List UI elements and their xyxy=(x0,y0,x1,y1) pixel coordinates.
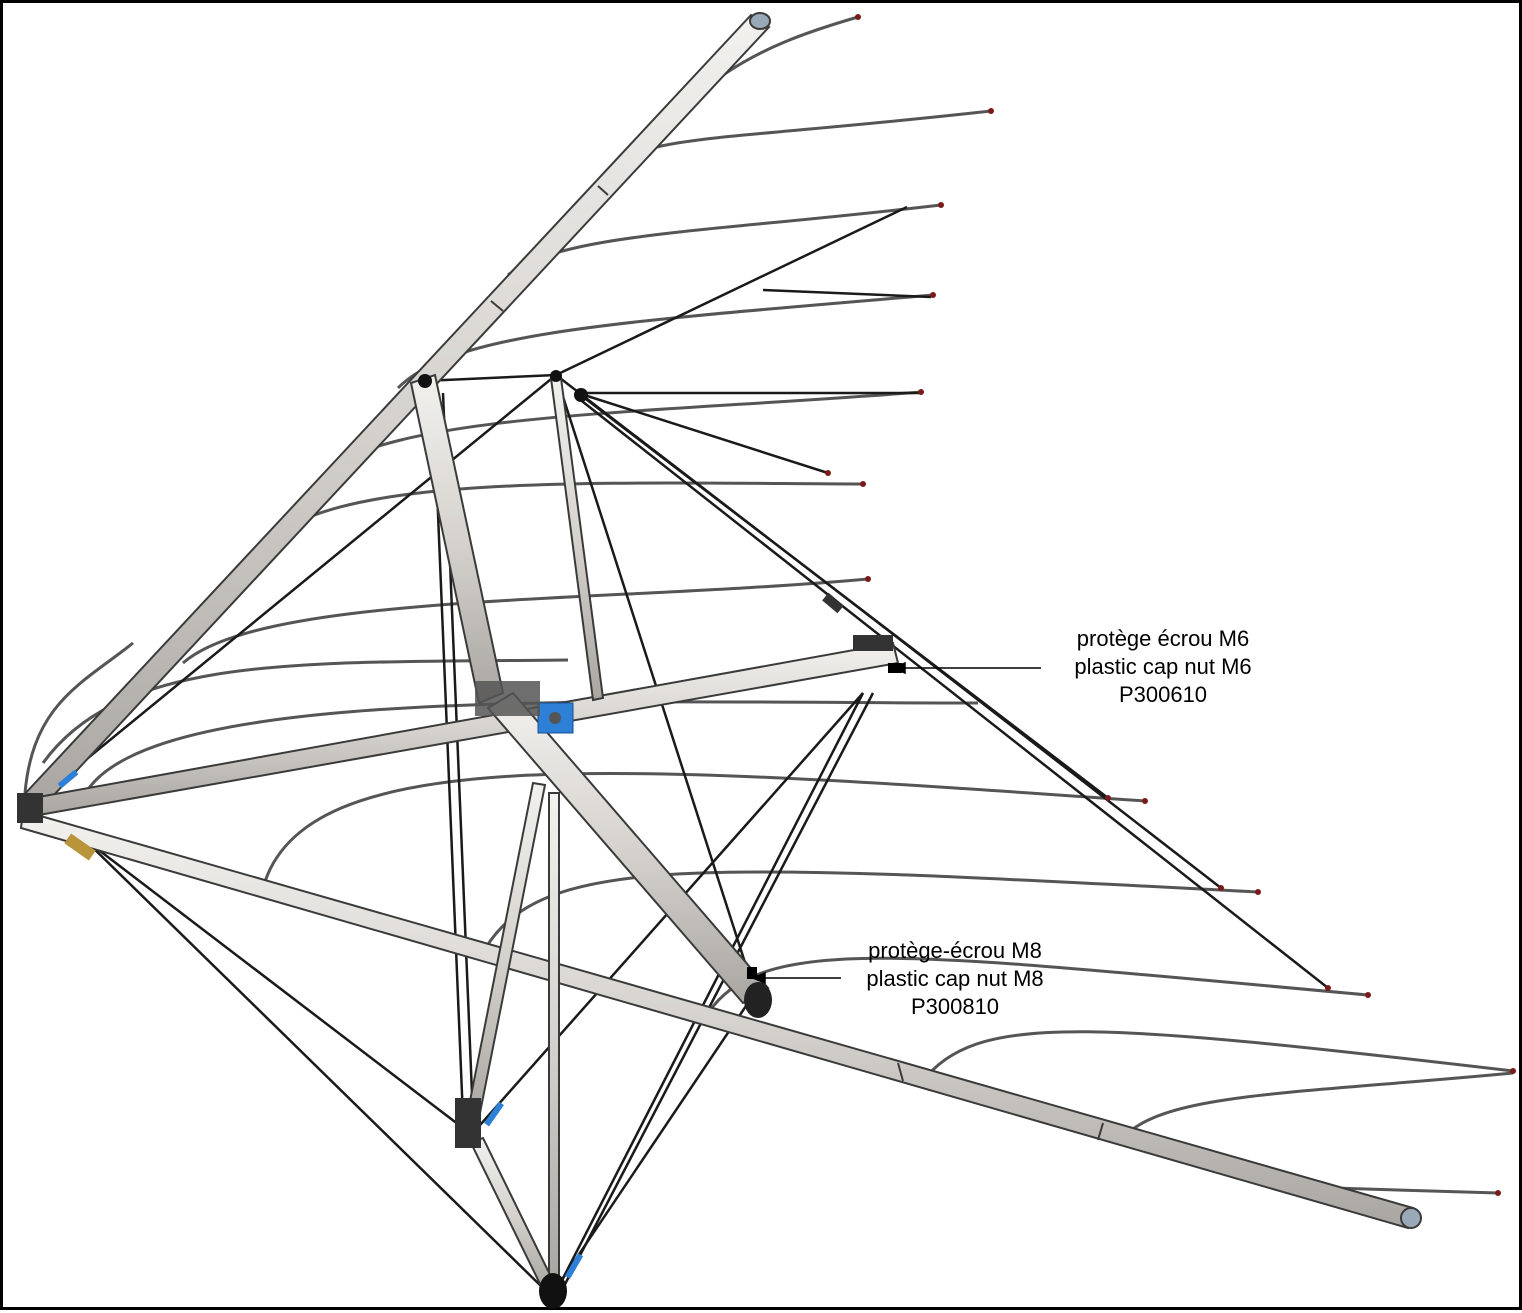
leader-arrow-m6 xyxy=(891,661,906,675)
leading-edge-endcap xyxy=(1400,1207,1422,1229)
leader-arrow-m8 xyxy=(751,971,766,985)
rear-kingpost-tube xyxy=(549,377,605,702)
fittings xyxy=(17,370,902,1309)
batten xyxy=(926,1030,1514,1076)
rear-fitting xyxy=(574,388,588,402)
control-frame-bottom xyxy=(539,1273,567,1309)
leading-edge-endcap xyxy=(749,12,771,30)
batten xyxy=(41,658,569,764)
cap-nut-m8 xyxy=(747,967,757,979)
glider-frame-drawing xyxy=(17,12,1516,1309)
batten xyxy=(1332,1186,1499,1195)
dark-sleeve xyxy=(822,592,844,614)
batten xyxy=(722,15,859,77)
battens xyxy=(23,15,1514,1195)
callout-m6-line3: P300610 xyxy=(1118,682,1208,707)
batten xyxy=(1127,1071,1514,1135)
callout-m6-cap-nut: protège écrou M6 plastic cap nut M6 P300… xyxy=(1033,625,1293,709)
blue-tang xyxy=(484,1101,504,1127)
blue-tang xyxy=(57,769,79,789)
wire-terminals xyxy=(825,14,1516,1196)
mast-top-fitting xyxy=(418,374,432,388)
callout-m8-cap-nut: protège-écrou M8 plastic cap nut M8 P300… xyxy=(825,937,1085,1021)
batten xyxy=(261,771,1146,889)
bracket-bolt xyxy=(549,712,561,724)
callout-m6-line1: protège écrou M6 xyxy=(1076,626,1250,651)
down-tube-end-cap xyxy=(744,982,772,1018)
gold-sleeve xyxy=(64,833,96,861)
crossbar-junction xyxy=(475,681,540,716)
control-frame-upright-center xyxy=(548,792,560,1284)
batten xyxy=(79,700,979,804)
tubes xyxy=(19,12,1422,1292)
leader-lines xyxy=(751,661,1041,985)
callout-m6-line2: plastic cap nut M6 xyxy=(1074,654,1252,679)
control-frame-corner xyxy=(455,1098,481,1148)
callout-m8-line1: protège-écrou M8 xyxy=(868,938,1042,963)
mast-top-fitting xyxy=(550,370,562,382)
blue-tang xyxy=(564,1253,584,1279)
control-frame-basebar xyxy=(469,1136,557,1292)
batten xyxy=(182,577,869,665)
crossbar-end-fitting xyxy=(853,635,893,651)
callout-m8-line2: plastic cap nut M8 xyxy=(866,966,1044,991)
batten xyxy=(23,641,134,794)
callout-m8-line3: P300810 xyxy=(910,994,1000,1019)
nose-bracket xyxy=(17,793,43,823)
